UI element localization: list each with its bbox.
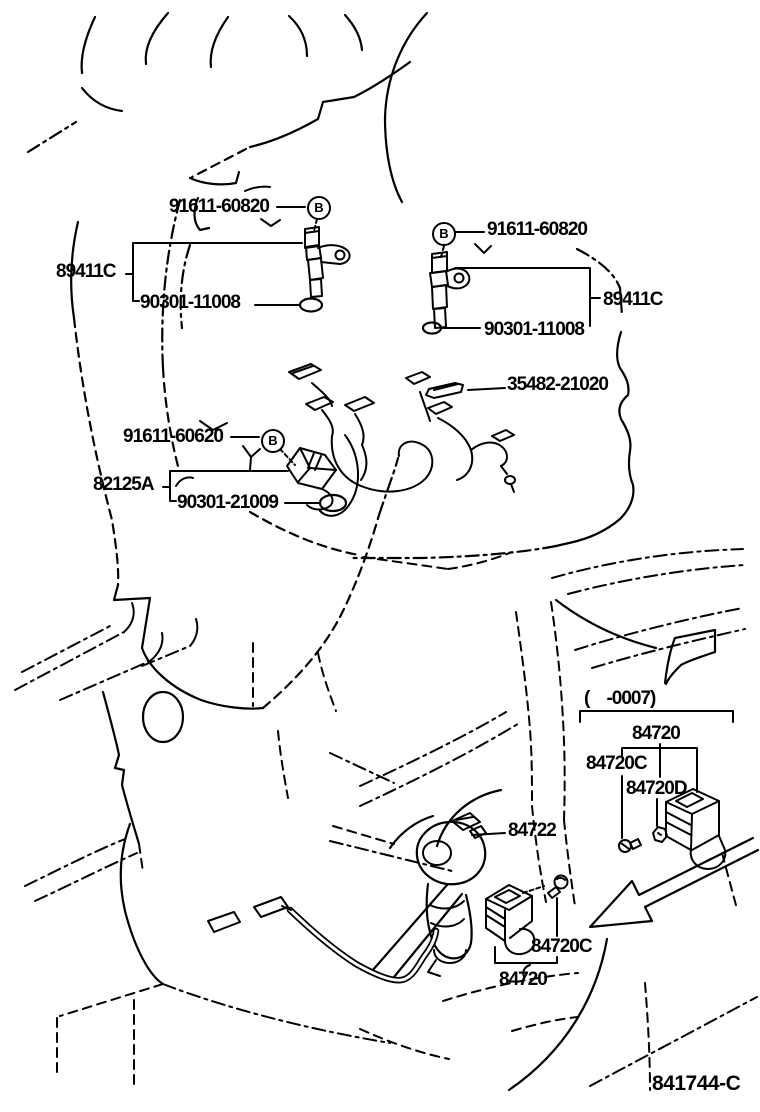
screw-lower-drawing[interactable] [547,874,569,899]
screw-upper-drawing[interactable] [618,838,642,853]
part-label-sensor-group-left[interactable]: 89411C [56,261,117,282]
part-label-speed-sensor-bolt[interactable]: 91611-60620 [123,426,224,447]
part-label-sensor-bolt-left[interactable]: 91611-60820 [169,196,270,217]
bolt-marker-icon-right: B [432,222,456,246]
shift-switch-drawing[interactable] [415,812,487,977]
shift-cable-drawing [207,896,440,984]
cam-sensor-right-drawing[interactable] [429,251,471,329]
part-label-sensor-oring-right[interactable]: 90301-11008 [484,319,585,340]
part-label-switch-screw-upper[interactable]: 84720C [586,753,648,774]
part-label-sensor-oring-left[interactable]: 90301-11008 [140,292,241,313]
wire-harness-drawing[interactable] [288,363,516,517]
part-label-sensor-bolt-right[interactable]: 91611-60820 [487,219,588,240]
leader-lines [125,206,734,978]
oring-right-drawing[interactable] [421,321,443,335]
part-label-speed-sensor-group[interactable]: 82125A [93,474,155,495]
part-label-switch-top[interactable]: 84720 [632,723,681,744]
bolt-marker-icon-left: B [307,196,331,220]
figure-code: 841744-C [652,1072,741,1095]
speed-sensor-drawing[interactable] [286,447,337,511]
interior-outline [14,548,758,1092]
part-label-sensor-group-right[interactable]: 89411C [603,289,664,310]
part-label-wire-clamp[interactable]: 35482-21020 [507,374,609,395]
switch-upper-drawing[interactable] [665,788,727,870]
grommet-drawing[interactable] [652,826,668,843]
oring-left-drawing[interactable] [298,297,324,313]
production-range-label: ( -0007) [584,688,656,709]
part-label-switch-bottom[interactable]: 84720 [499,969,548,990]
part-label-switch-screw-lower[interactable]: 84720C [531,936,593,957]
engine-outline [26,11,635,710]
part-label-switch-no2[interactable]: 84722 [508,820,557,841]
switch-lower-drawing[interactable] [485,884,536,956]
part-label-switch-grommet[interactable]: 84720D [626,778,688,799]
part-label-speed-sensor-oring[interactable]: 90301-21009 [177,492,279,513]
bolt-marker-icon-speed: B [261,429,285,453]
location-arrow [588,836,760,929]
cam-sensor-left-drawing[interactable] [304,226,351,298]
